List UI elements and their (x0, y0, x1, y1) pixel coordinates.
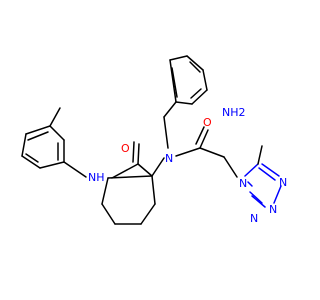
amide-n-bonds (151, 147, 201, 177)
structure-diagram: NH2 O N O NH N N N N (21, 55, 287, 225)
acyl-carbonyl (195, 126, 238, 178)
tetrazole-ring (244, 145, 282, 208)
benzyl-phenyl-ring (169, 55, 208, 105)
tetrazole-n3-label: N (269, 203, 277, 216)
carboxamide-oxygen-label: O (121, 142, 130, 155)
nh2-label: NH2 (222, 106, 246, 119)
tolyl-ring (21, 107, 87, 178)
tetrazole-n1-label: N (239, 177, 247, 190)
tetrazole-n2-label: N (279, 176, 287, 189)
benzyl-ch2 (163, 101, 177, 149)
molecule-canvas: NH2 O N O NH N N N N (21, 55, 287, 225)
carboxamide (111, 141, 153, 179)
nh-amide-label: NH (88, 171, 105, 184)
acyl-oxygen-label: O (203, 116, 212, 129)
tertiary-amide-nitrogen-label: N (165, 152, 173, 165)
cyclohexane-ring (101, 175, 156, 225)
tetrazole-n4-label: N (250, 212, 258, 225)
